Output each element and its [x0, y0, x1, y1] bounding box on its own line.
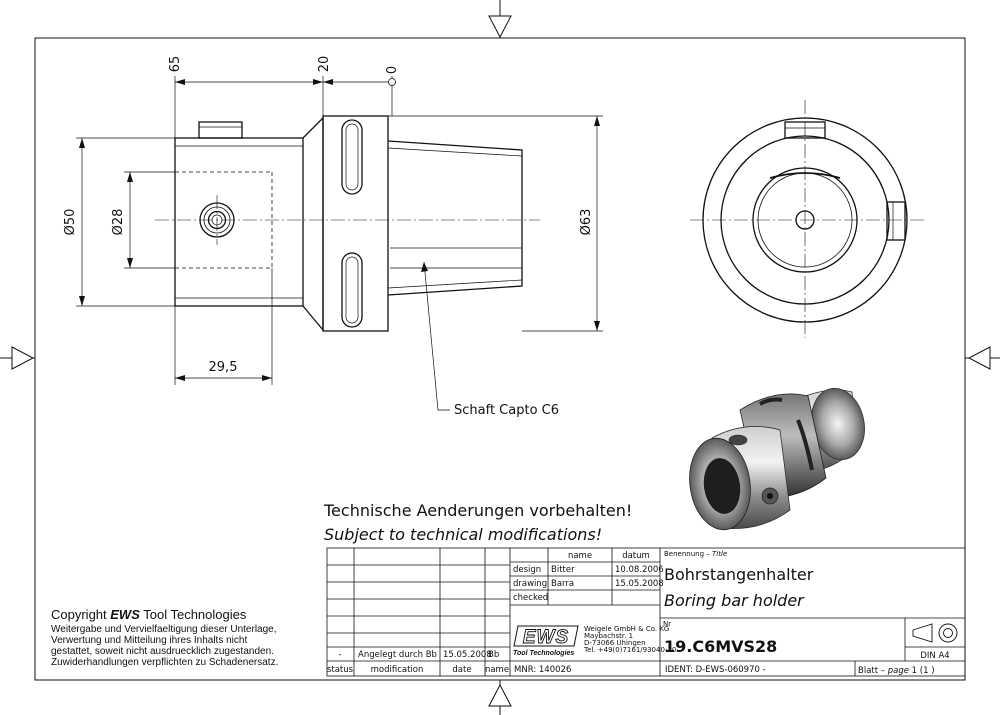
- dim-29-5: 29,5: [209, 360, 238, 375]
- dim-d50: Ø50: [63, 209, 78, 236]
- dim-d28: Ø28: [111, 209, 126, 236]
- projection-symbol-icon: [912, 623, 958, 643]
- dim-20: 20: [317, 56, 332, 73]
- copyright-line: Verwertung und Mitteilung ihres Inhalts …: [51, 635, 247, 646]
- ews-logo: EWS Tool Technologies: [513, 625, 579, 657]
- design-name: Bitter: [551, 565, 575, 575]
- copyright-line: Zuwiderhandlungen verpflichten zu Schade…: [51, 657, 278, 668]
- copyright-title: Copyright EWS Tool Technologies: [51, 607, 247, 622]
- col-date: date: [452, 665, 471, 675]
- copyright-line: gestattet, soweit nicht ausdruecklich zu…: [51, 646, 274, 657]
- front-view: [702, 117, 908, 323]
- shaft-label: Schaft Capto C6: [454, 403, 559, 418]
- mnr: MNR: 140026: [514, 665, 571, 675]
- col-status: status: [327, 665, 354, 675]
- origin-marker: [388, 78, 396, 86]
- drawing-name: Barra: [551, 579, 574, 589]
- design-date: 10.08.2006: [615, 565, 664, 575]
- dimension-lines: [76, 76, 603, 411]
- rev-modification: Angelegt durch Bb: [358, 650, 437, 660]
- drawing-date: 15.05.2008: [615, 579, 664, 589]
- design-label: design: [513, 565, 541, 575]
- col-modification: modification: [371, 665, 424, 675]
- centering-arrow-icons: [11, 15, 991, 707]
- sheet-format: DIN A4: [920, 651, 949, 661]
- change-note-en: Subject to technical modifications!: [324, 525, 602, 544]
- header-datum: datum: [622, 551, 650, 561]
- nr-label: Nr: [663, 620, 671, 628]
- company-line: Weigele GmbH & Co. KG: [584, 625, 669, 633]
- isometric-render: [689, 387, 865, 531]
- ident: IDENT: D-EWS-060970 -: [665, 665, 766, 675]
- dim-d63: Ø63: [579, 209, 594, 236]
- company-line: D-73066 Uhingen: [584, 639, 646, 647]
- drawing-label: drawing: [513, 579, 547, 589]
- page-indicator: Blatt – page 1 (1 ): [858, 666, 935, 676]
- title-block-grid: [326, 547, 966, 677]
- title-de: Bohrstangenhalter: [664, 565, 814, 584]
- copyright-line: Weitergabe und Vervielfaeltigung dieser …: [51, 624, 277, 635]
- title-en: Boring bar holder: [664, 591, 805, 610]
- checked-label: checked: [513, 593, 548, 603]
- col-name: name: [485, 665, 509, 675]
- dim-0: 0: [385, 66, 400, 74]
- logo-subtitle: Tool Technologies: [513, 650, 574, 657]
- rev-date: 15.05.2008: [443, 650, 492, 660]
- change-note-de: Technische Aenderungen vorbehalten!: [323, 501, 632, 520]
- hidden-bore-lines: [175, 171, 273, 269]
- dimension-arrowheads: [79, 79, 600, 381]
- center-lines: [155, 100, 925, 338]
- rev-name: Bb: [488, 650, 499, 660]
- company-line: Tel. +49(0)7161/93040-10: [583, 646, 676, 654]
- benennung-label: Benennung – Title: [664, 550, 727, 558]
- logo-text: EWS: [523, 627, 569, 648]
- rev-status: -: [338, 650, 341, 660]
- header-name: name: [568, 551, 592, 561]
- side-view: [174, 115, 523, 332]
- copyright-block: Copyright EWS Tool Technologies Weiterga…: [51, 607, 278, 668]
- dim-65: 65: [168, 56, 183, 73]
- company-line: Maybachstr. 1: [584, 632, 633, 640]
- part-number: 19.C6MVS28: [664, 637, 777, 656]
